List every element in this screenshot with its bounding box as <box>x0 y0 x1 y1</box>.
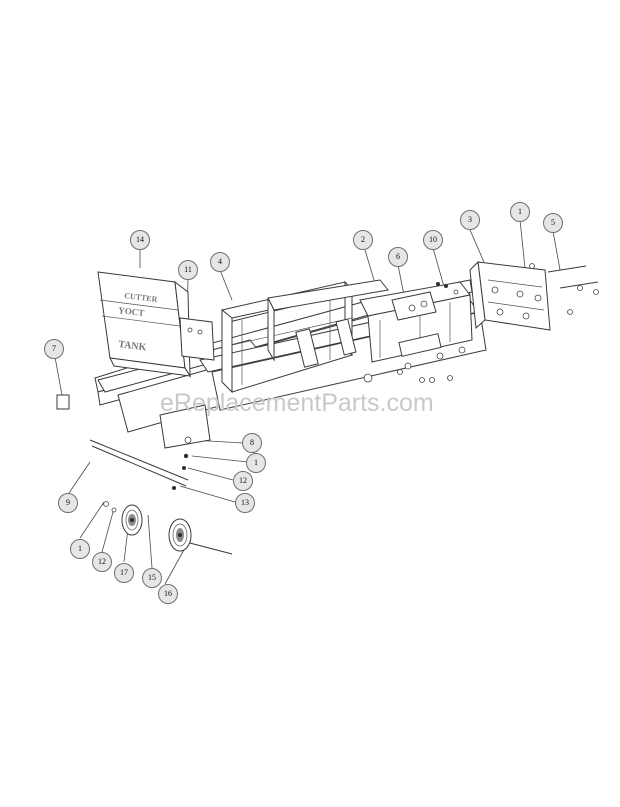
callout-5[interactable]: 5 <box>543 213 563 233</box>
callout-9[interactable]: 9 <box>58 493 78 513</box>
seat-model-line2: TANK <box>118 339 148 353</box>
callout-16[interactable]: 16 <box>158 584 178 604</box>
leader-lines <box>54 219 561 585</box>
seat-model-line1: YOCT <box>118 305 145 318</box>
callout-14[interactable]: 14 <box>130 230 150 250</box>
callout-10[interactable]: 10 <box>423 230 443 250</box>
wheel-assembly <box>89 404 233 555</box>
callout-12-mid[interactable]: 12 <box>233 471 253 491</box>
callout-11[interactable]: 11 <box>178 260 198 280</box>
callout-1-bottom[interactable]: 1 <box>70 539 90 559</box>
main-frame <box>94 279 487 433</box>
callout-3[interactable]: 3 <box>460 210 480 230</box>
seat: CUTTER YOCT TANK <box>97 271 215 378</box>
front-plate <box>436 260 599 331</box>
callout-4[interactable]: 4 <box>210 252 230 272</box>
wheel-17 <box>121 504 143 536</box>
callout-15[interactable]: 15 <box>142 568 162 588</box>
callout-1-top[interactable]: 1 <box>510 202 530 222</box>
cover-part <box>56 394 70 410</box>
callout-7[interactable]: 7 <box>44 339 64 359</box>
callout-1-mid[interactable]: 1 <box>246 453 266 473</box>
wheel-15 <box>168 518 192 552</box>
callout-13[interactable]: 13 <box>235 493 255 513</box>
callout-12-bottom[interactable]: 12 <box>92 552 112 572</box>
callout-17[interactable]: 17 <box>114 563 134 583</box>
seat-brand-text: CUTTER <box>124 291 158 304</box>
callout-8[interactable]: 8 <box>242 433 262 453</box>
callout-2[interactable]: 2 <box>353 230 373 250</box>
callout-6[interactable]: 6 <box>388 247 408 267</box>
